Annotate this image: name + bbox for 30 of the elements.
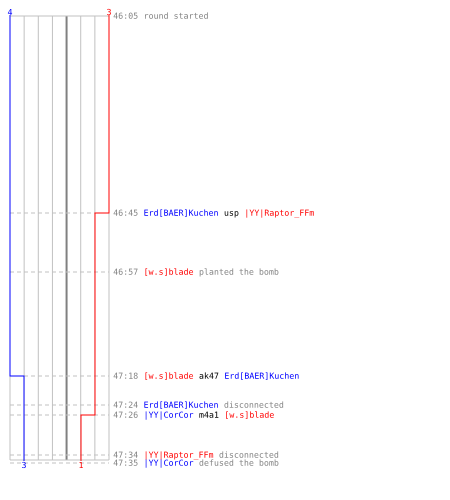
timestamp: 47:35	[114, 460, 138, 466]
player-name: |YY|CorCor	[146, 459, 194, 468]
player-count: 3	[22, 462, 26, 468]
event-text: defused the bomb	[199, 459, 278, 466]
player-name: Erd[BAER]Kuchen	[144, 209, 218, 217]
player-name: |YY|CorCor	[146, 411, 194, 420]
player-name: |YY|Raptor_FFm	[146, 451, 214, 460]
player-name: [w.s]blade	[145, 372, 194, 380]
weapon-name: usp	[224, 211, 238, 218]
event-text: disconnected	[219, 451, 278, 458]
player-name: |YY|Raptor_FFm	[246, 209, 314, 218]
timestamp: 46:05	[114, 12, 138, 19]
weapon-name: ak47	[200, 372, 218, 379]
timestamp: 47:34	[114, 452, 138, 458]
timestamp: 46:45	[114, 210, 138, 216]
player-count: 4	[8, 8, 12, 16]
timestamp: 47:18	[114, 372, 138, 379]
timestamp: 46:57	[114, 268, 138, 275]
player-name: Erd[BAER]Kuchen	[225, 372, 299, 380]
player-name: [w.s]blade	[226, 411, 274, 419]
player-name: Erd[BAER]Kuchen	[144, 401, 218, 409]
player-name: [w.s]blade	[145, 268, 194, 276]
player-count: 1	[80, 462, 83, 468]
event-text: planted the bomb	[200, 268, 278, 276]
player-count: 3	[107, 8, 111, 16]
timestamp: 47:26	[114, 412, 138, 418]
event-text: disconnected	[224, 401, 284, 408]
weapon-name: m4a1	[199, 412, 218, 418]
timestamp: 47:24	[114, 402, 138, 408]
event-text: round started	[145, 12, 208, 19]
